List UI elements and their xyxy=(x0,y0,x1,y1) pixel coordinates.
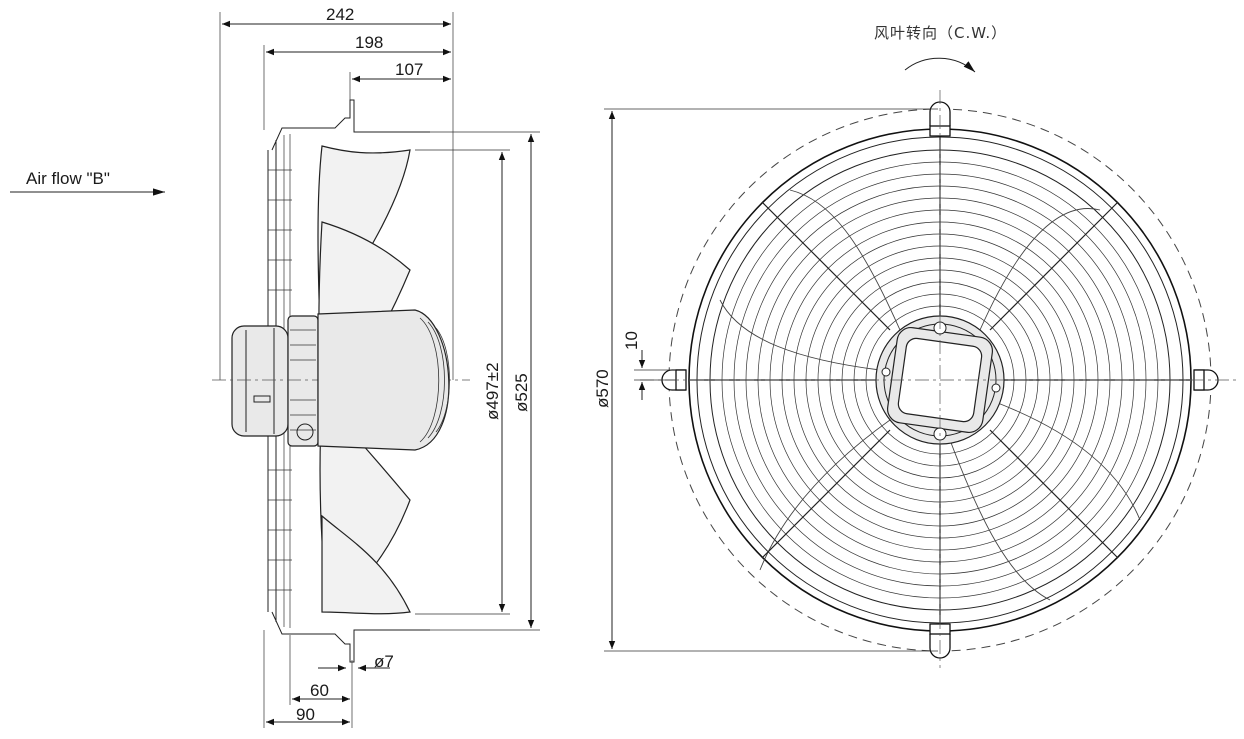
dim-242: 242 xyxy=(326,5,354,24)
rotation-label: 风叶转向（C.W.） xyxy=(874,24,1007,42)
blades-side xyxy=(317,145,411,615)
rotation-arrow-icon xyxy=(904,57,976,73)
dim-570: ø570 xyxy=(593,369,612,408)
dim-107: 107 xyxy=(395,60,423,79)
side-view: 242 198 107 Air flow "B" xyxy=(10,5,540,728)
dim-198: 198 xyxy=(355,33,383,52)
dim-90: 90 xyxy=(296,705,315,724)
airflow-label: Air flow "B" xyxy=(26,169,110,188)
motor-side xyxy=(212,315,470,447)
dim-60: 60 xyxy=(310,681,329,700)
bottom-dimensions xyxy=(263,630,390,728)
dim-497: ø497±2 xyxy=(483,362,502,420)
dim-10: 10 xyxy=(622,331,641,350)
hub-side xyxy=(296,309,450,451)
diameter-dims xyxy=(415,131,540,631)
top-dimensions xyxy=(219,12,454,380)
dim-525: ø525 xyxy=(512,373,531,412)
front-view: 风叶转向（C.W.） xyxy=(593,24,1240,668)
dim-hole: ø7 xyxy=(374,652,394,671)
front-dims xyxy=(604,108,938,652)
